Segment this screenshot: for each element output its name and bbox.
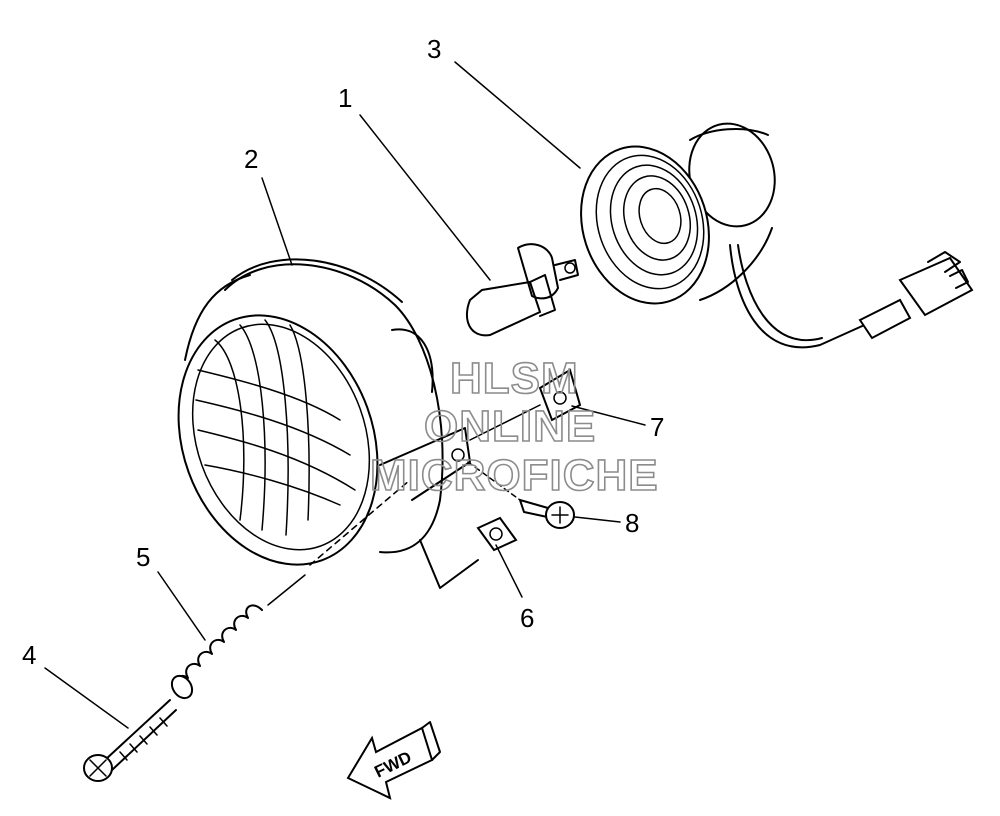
callout-2: 2 <box>244 144 258 174</box>
headlight-unit <box>177 258 479 589</box>
callout-7: 7 <box>650 412 664 442</box>
callout-4: 4 <box>22 640 36 670</box>
adjusting-screw <box>83 699 177 782</box>
bulb-socket <box>580 122 974 349</box>
callout-5: 5 <box>136 542 150 572</box>
watermark: HLSM ONLINE MICROFICHE <box>369 353 659 501</box>
callout-8: 8 <box>625 508 639 538</box>
bracket <box>469 368 582 441</box>
screw <box>467 461 575 529</box>
watermark-line-2: ONLINE <box>424 402 596 451</box>
fwd-arrow-icon: FWD <box>346 721 441 800</box>
spring <box>170 574 306 700</box>
bulb <box>465 243 579 337</box>
watermark-line-1: HLSM <box>450 354 579 403</box>
leader-lines <box>44 61 646 729</box>
callout-3: 3 <box>427 34 441 64</box>
callout-1: 1 <box>338 83 352 113</box>
callout-6: 6 <box>520 603 534 633</box>
nut <box>476 516 518 552</box>
watermark-line-3: MICROFICHE <box>370 451 659 500</box>
